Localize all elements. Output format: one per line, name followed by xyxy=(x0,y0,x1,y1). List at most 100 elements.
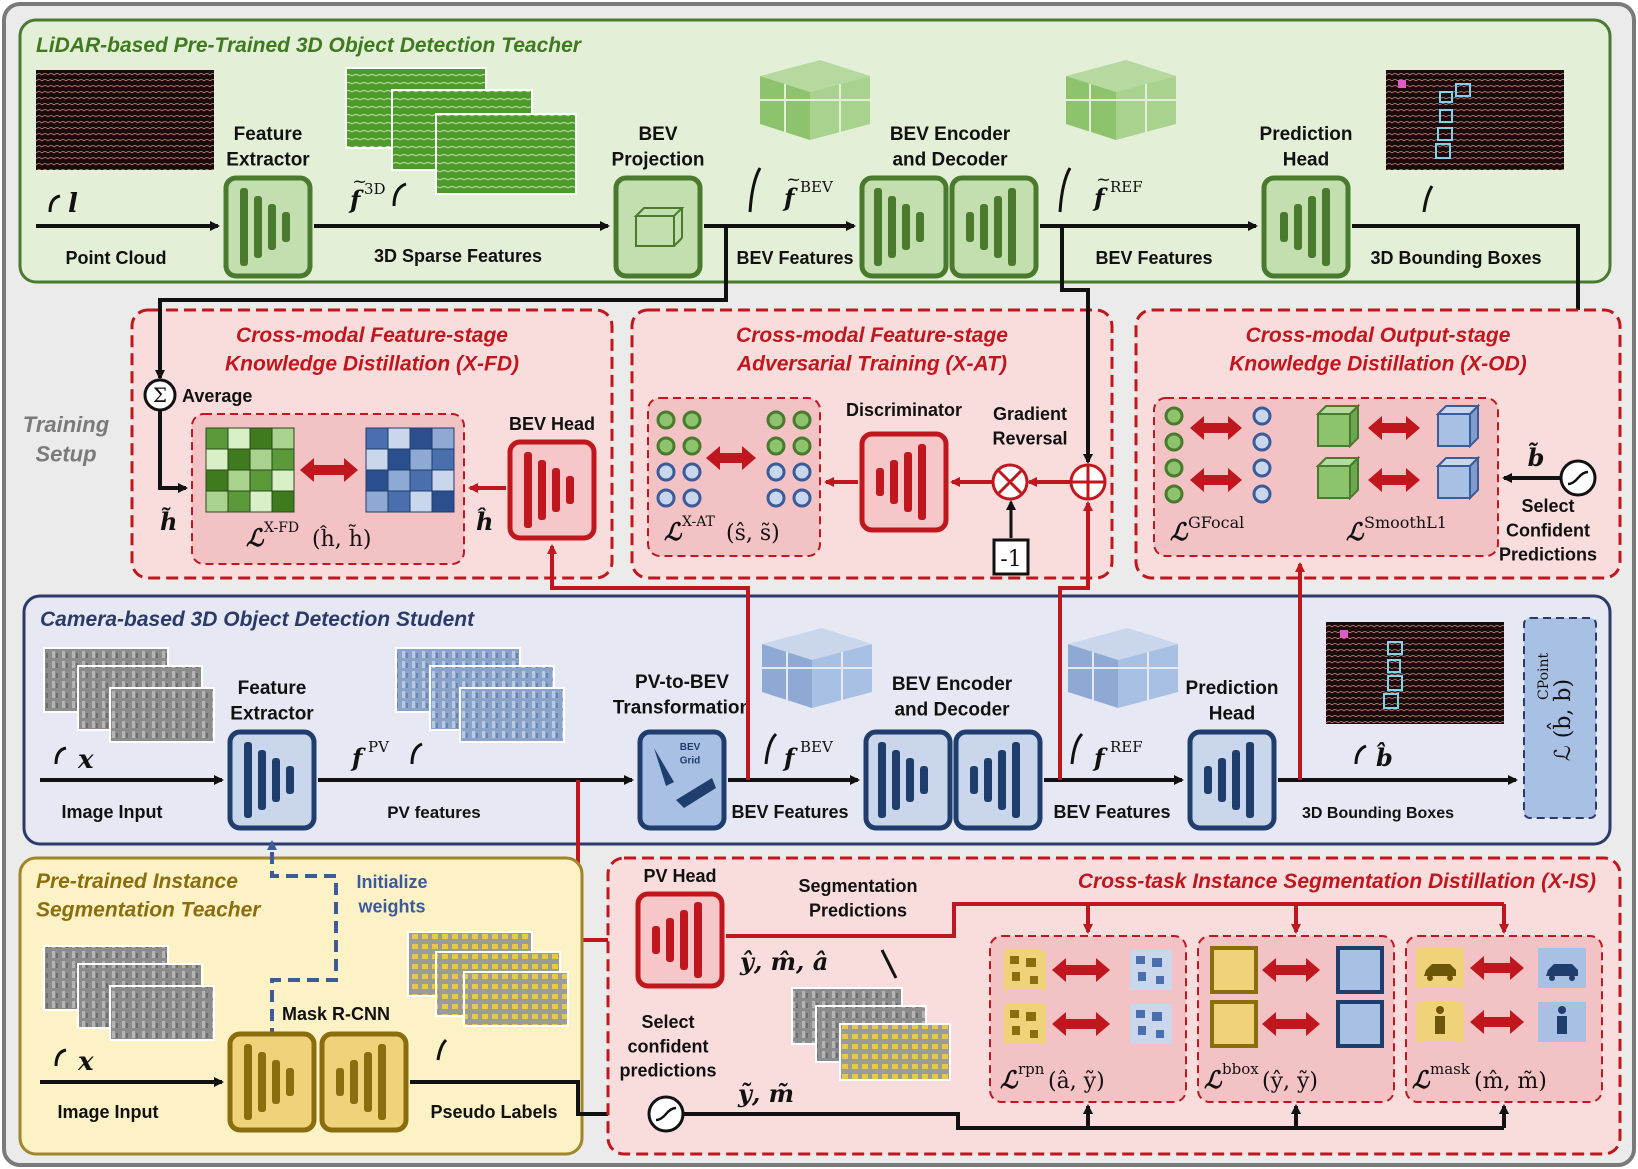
pv-feature-images xyxy=(395,647,565,743)
teacher-box-overlays xyxy=(1435,83,1471,159)
point-cloud-label: Point Cloud xyxy=(66,248,167,268)
math-fbev-s-sup: BEV xyxy=(800,738,834,756)
student-bev-features-1: BEV Features xyxy=(731,802,848,822)
student-prediction-head xyxy=(1187,729,1277,831)
seg-squiggle-1 xyxy=(54,1048,67,1067)
teacher-feature-extractor xyxy=(223,175,313,279)
bev-projection-block xyxy=(613,175,703,279)
xod-arrow-2 xyxy=(1190,468,1242,492)
teacher-ref-cube xyxy=(1066,60,1176,140)
xis-title: Cross-task Instance Segmentation Distill… xyxy=(1078,870,1596,893)
seg-squiggle-2 xyxy=(436,1038,448,1061)
mask-icons xyxy=(1416,948,1586,1042)
seg-pred-line xyxy=(726,902,1504,938)
xod-arrow-1 xyxy=(1190,416,1242,440)
b-hat: b̂ xyxy=(1376,742,1393,772)
bbox-loss-l: ℒ xyxy=(1204,1065,1223,1094)
mask-arrow-1 xyxy=(1470,956,1524,980)
sigmoid-glyph-1 xyxy=(1567,470,1589,486)
xod-arrow-3 xyxy=(1368,416,1420,440)
teacher-bev-features-2: BEV Features xyxy=(1095,248,1212,268)
teacher-squiggles xyxy=(48,167,1434,213)
math-fbev-s: f xyxy=(782,743,798,772)
xod-dots xyxy=(1164,406,1272,504)
math-fbev-t: f xyxy=(782,183,798,212)
rpn-loss-l: ℒ xyxy=(1000,1065,1019,1094)
pv-head-block xyxy=(635,891,725,989)
xod-cubes xyxy=(1315,403,1481,501)
xat-loss-l: ℒ xyxy=(664,517,683,546)
mask-sup: mask xyxy=(1430,1060,1471,1078)
smoothl1-sup: SmoothL1 xyxy=(1364,513,1447,532)
sum-glyph: Σ xyxy=(153,383,167,407)
math-x: x xyxy=(77,745,94,775)
xis-squiggle xyxy=(880,949,898,979)
discriminator-label: Discriminator xyxy=(846,400,962,420)
teacher-heatmap xyxy=(205,427,295,513)
student-box-overlays xyxy=(1383,641,1403,709)
student-box-pink xyxy=(1340,630,1348,638)
average-label: Average xyxy=(182,386,252,406)
tilde-fbev: ~ xyxy=(786,169,801,190)
mask-loss-args: (m̂, m̃) xyxy=(1474,1069,1547,1094)
pseudo-label-images xyxy=(407,931,569,1027)
teacher-prediction-head xyxy=(1261,175,1351,279)
gfocal-sup: GFocal xyxy=(1188,513,1244,532)
cpoint-loss-text: ℒ (b̂, b) xyxy=(1547,679,1576,761)
ym-line xyxy=(683,1112,1504,1130)
xat-double-arrow xyxy=(706,446,756,470)
cpoint-sup: CPoint xyxy=(1536,653,1552,700)
student-bev-cube xyxy=(762,628,872,708)
cpoint-loss-box xyxy=(1523,617,1597,819)
rpn-arrow-2 xyxy=(1052,1012,1110,1036)
gfocal-loss-l: ℒ xyxy=(1170,517,1189,546)
xat-loss-sup: X-AT xyxy=(682,514,716,530)
student-heatmap xyxy=(365,427,455,513)
math-fbev-t-sup: BEV xyxy=(800,178,834,196)
math-yma: ŷ, m̂, â xyxy=(739,947,828,976)
mask-loss-l: ℒ xyxy=(1412,1065,1431,1094)
seg-image-input xyxy=(43,945,215,1041)
student-title: Camera-based 3D Object Detection Student xyxy=(40,608,475,631)
math-fpv: f xyxy=(350,743,366,772)
student-image-input-label: Image Input xyxy=(61,802,162,822)
svg-text:ℒ (b̂, b): ℒ (b̂, b) xyxy=(1547,679,1576,761)
rpn-sup: rpn xyxy=(1018,1060,1045,1078)
pv-features-label: PV features xyxy=(387,803,481,822)
pv-to-bev-block xyxy=(637,729,727,831)
xat-loss-args: (ŝ, s̃) xyxy=(726,521,780,546)
tilde-f3d: ~ xyxy=(352,171,367,192)
minus-one: -1 xyxy=(1000,547,1021,572)
rpn-arrow-1 xyxy=(1052,958,1110,982)
teacher-box-pink xyxy=(1398,80,1406,88)
teacher-bev-encoder xyxy=(859,175,1039,279)
math-fref-t: f xyxy=(1092,183,1108,212)
bev-head-label: BEV Head xyxy=(509,414,595,434)
rpn-icons xyxy=(1004,950,1172,1044)
xfd-double-arrow xyxy=(300,458,358,482)
student-bounding-boxes: 3D Bounding Boxes xyxy=(1302,805,1454,822)
math-f3d-sup: 3D xyxy=(364,180,386,198)
math-fref-t-sup: REF xyxy=(1110,178,1143,196)
discriminator-block xyxy=(859,431,949,533)
student-bev-features-2: BEV Features xyxy=(1053,802,1170,822)
math-l: l xyxy=(68,189,78,219)
bbox-loss-args: (ŷ, ỹ) xyxy=(1262,1069,1318,1094)
point-cloud-image xyxy=(36,70,214,170)
xod-arrow-4 xyxy=(1368,468,1420,492)
h-hat: ĥ xyxy=(476,507,493,536)
